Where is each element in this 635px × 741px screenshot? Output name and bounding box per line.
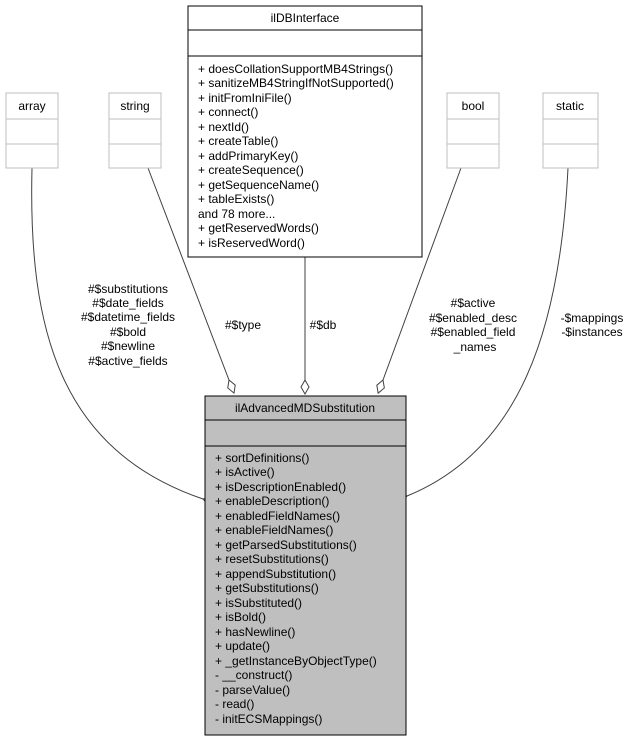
method: + getParsedSubstitutions() — [215, 538, 357, 552]
class-name: static — [556, 99, 584, 113]
method: + enableDescription() — [215, 494, 329, 508]
edge-label: #$active_fields — [88, 354, 167, 368]
method: + enableFieldNames() — [215, 523, 333, 537]
method-list: + doesCollationSupportMB4Strings() + san… — [198, 62, 394, 250]
edge-label-ildb: #$db — [310, 318, 337, 332]
class-bool: bool — [446, 92, 500, 169]
edge-label-string: #$type — [225, 318, 261, 332]
edge-string-to-main — [147, 167, 236, 395]
edge-label: #$substitutions — [88, 282, 168, 296]
method: + enabledFieldNames() — [215, 509, 340, 523]
method: + tableExists() — [198, 192, 274, 206]
method: + appendSubstitution() — [215, 567, 336, 581]
method: - __construct() — [215, 668, 292, 682]
class-name: array — [18, 99, 45, 113]
method: and 78 more... — [198, 207, 275, 221]
edge-array-to-main — [31, 167, 218, 506]
method: + sortDefinitions() — [215, 451, 309, 465]
class-name: bool — [462, 99, 485, 113]
class-name: string — [120, 99, 149, 113]
class-static: static — [542, 92, 599, 169]
edge-static-to-main — [393, 167, 569, 503]
method-list: + sortDefinitions() + isActive() + isDes… — [215, 451, 377, 726]
method: + hasNewline() — [215, 625, 295, 639]
edge-label: #$datetime_fields — [81, 310, 175, 324]
method: + isBold() — [215, 610, 266, 624]
edge-label: -$instances — [561, 325, 622, 339]
edge-label: #$enabled_field — [431, 325, 516, 339]
method: + createSequence() — [198, 163, 304, 177]
edge-label: #$enabled_desc — [429, 311, 517, 325]
edge-labels-array: #$substitutions #$date_fields #$datetime… — [81, 282, 175, 368]
method: - initECSMappings() — [215, 712, 322, 726]
class-iladvancedmdsubstitution: ilAdvancedMDSubstitution + sortDefinitio… — [204, 395, 407, 736]
edge-labels-static: -$mappings -$instances — [561, 311, 624, 339]
method: + doesCollationSupportMB4Strings() — [198, 62, 393, 76]
edge-bool-to-main — [376, 167, 462, 395]
method: + _getInstanceByObjectType() — [215, 654, 377, 668]
class-ildbinterface: ilDBInterface + doesCollationSupportMB4S… — [187, 5, 423, 258]
method: + addPrimaryKey() — [198, 149, 298, 163]
class-string: string — [108, 92, 162, 169]
method: + connect() — [198, 105, 258, 119]
method: + nextId() — [198, 120, 249, 134]
method: + getSubstitutions() — [215, 581, 319, 595]
method: + isSubstituted() — [215, 596, 302, 610]
method: + initFromIniFile() — [198, 91, 292, 105]
edge-label: -$mappings — [561, 311, 624, 325]
edge-label: #$bold — [110, 325, 146, 339]
method: + sanitizeMB4StringIfNotSupported() — [198, 76, 394, 90]
association-edges — [31, 167, 569, 506]
class-name: ilDBInterface — [271, 11, 340, 25]
edge-label: #$newline — [101, 339, 155, 353]
method: + createTable() — [198, 134, 278, 148]
edge-label: #$date_fields — [92, 296, 163, 310]
edge-labels-bool: #$active #$enabled_desc #$enabled_field … — [429, 296, 517, 354]
edge-label: _names — [453, 340, 497, 354]
method: + isReservedWord() — [198, 236, 305, 250]
method: - read() — [215, 697, 254, 711]
method: + getSequenceName() — [198, 178, 319, 192]
edge-label: #$active — [451, 296, 496, 310]
class-array: array — [5, 92, 59, 169]
method: + isActive() — [215, 465, 275, 479]
method: + resetSubstitutions() — [215, 552, 329, 566]
method: + update() — [215, 639, 270, 653]
class-name: ilAdvancedMDSubstitution — [235, 401, 375, 415]
method: - parseValue() — [215, 683, 290, 697]
method: + getReservedWords() — [198, 221, 319, 235]
method: + isDescriptionEnabled() — [215, 480, 346, 494]
